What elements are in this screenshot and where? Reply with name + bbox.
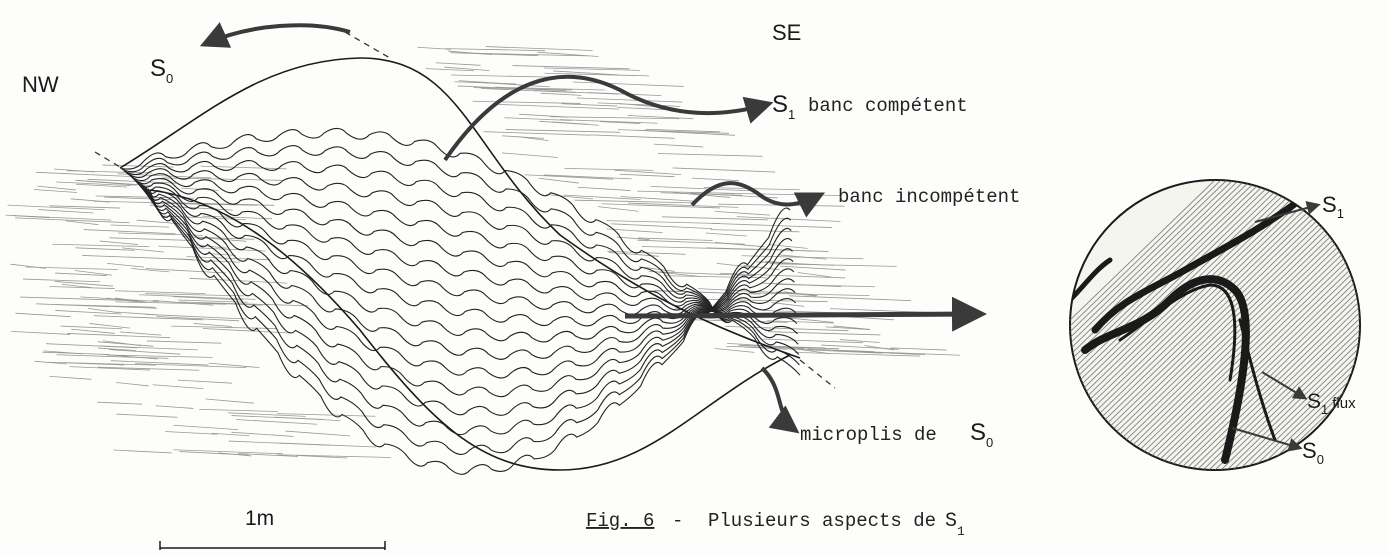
label-s0-top: S0 [150, 55, 173, 86]
scale-bar: 1m [160, 507, 385, 550]
caption-text: Plusieurs aspects de [708, 510, 936, 532]
label-banc-incompetent: banc incompétent [838, 186, 1020, 208]
bed-trace-se [800, 360, 835, 388]
arrow-microplis [762, 368, 795, 430]
label-se: SE [772, 20, 801, 45]
bed-trace-top [345, 32, 390, 58]
label-s1-competent: S1 [772, 91, 795, 122]
caption-fig-number: Fig. 6 [586, 510, 654, 532]
caption-symbol: S1 [945, 510, 965, 539]
arrow-to-inset [625, 314, 980, 316]
figure-caption: Fig. 6 - Plusieurs aspects de S1 [586, 510, 965, 539]
scale-bar-label: 1m [245, 507, 274, 530]
label-banc-competent: banc compétent [808, 95, 968, 117]
arrow-s0-top [205, 25, 350, 44]
label-microplis: microplis de [800, 424, 937, 446]
magnified-inset [915, 180, 1390, 470]
competent-bed [120, 58, 800, 474]
label-microplis-s0: S0 [970, 419, 993, 450]
label-inset-s1: S1 [1322, 192, 1344, 221]
label-nw: NW [22, 72, 59, 97]
caption-dash: - [672, 510, 683, 532]
label-inset-s0: S0 [1302, 438, 1324, 467]
